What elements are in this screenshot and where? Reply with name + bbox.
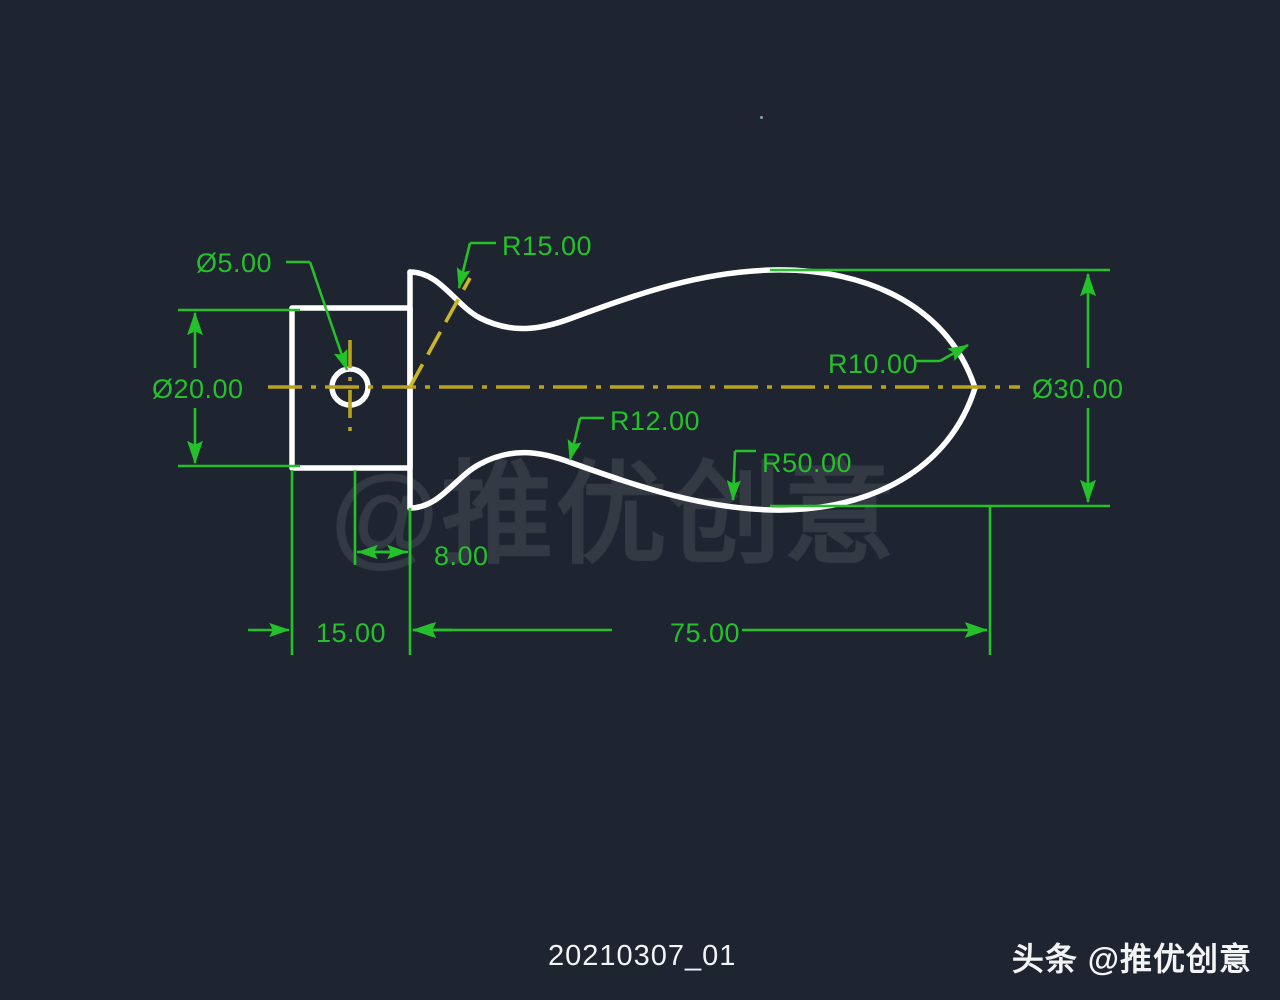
dim-text-r10: R10.00 <box>828 349 918 379</box>
leader-r12-slant <box>567 417 582 462</box>
dim-text-r50: R50.00 <box>762 448 852 478</box>
dim-text-75: 75.00 <box>670 618 740 648</box>
watermark-text: @推优创意 <box>330 452 898 577</box>
upper-profile-curve <box>407 267 978 391</box>
dimension-lines-group <box>178 241 1110 655</box>
leader-d5-slant <box>308 261 349 371</box>
file-name-label: 20210307_01 <box>548 940 737 972</box>
dim-text-r15: R15.00 <box>502 231 592 261</box>
dim-text-15: 15.00 <box>316 618 386 648</box>
dimension-text-group: Ø5.00 Ø20.00 Ø30.00 R15.00 R12.00 R50.00… <box>152 231 1124 648</box>
leader-r50-slant <box>726 450 741 502</box>
leader-r10-slant <box>939 343 969 363</box>
r15-construction-line <box>408 277 472 388</box>
dim-text-r12: R12.00 <box>610 406 700 436</box>
dim-text-d5: Ø5.00 <box>196 248 272 278</box>
leader-r15-slant <box>456 242 472 290</box>
brand-watermark-label: 头条 @推优创意 <box>1011 941 1252 977</box>
centerline-group <box>268 277 1020 434</box>
dim-text-d30: Ø30.00 <box>1032 374 1124 404</box>
dim-text-8: 8.00 <box>434 541 489 571</box>
stray-point-artifact <box>760 116 763 119</box>
lower-profile-curve <box>407 385 978 513</box>
dim-text-d20: Ø20.00 <box>152 374 244 404</box>
part-outline-group <box>289 267 978 513</box>
